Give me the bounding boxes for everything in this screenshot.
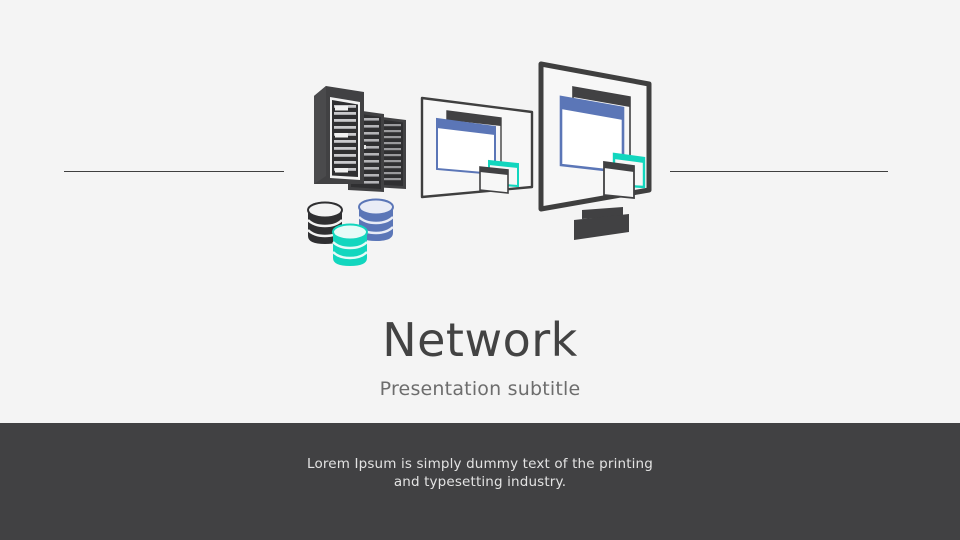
- monitor-window-front: [603, 160, 635, 199]
- server-rack-large: [314, 86, 364, 184]
- footer-text: Lorem Ipsum is simply dummy text of the …: [307, 456, 653, 491]
- right-divider-rule: [670, 171, 888, 172]
- left-divider-rule: [64, 171, 284, 172]
- title-block: Network Presentation subtitle: [0, 312, 960, 400]
- database-cylinder-teal: [332, 223, 368, 266]
- screen-small: [420, 96, 534, 199]
- page-title: Network: [382, 313, 578, 367]
- monitor-large: [538, 61, 652, 240]
- database-cylinder-blue: [358, 198, 394, 241]
- window-blue: [436, 117, 496, 176]
- network-infrastructure-illustration: [296, 50, 666, 280]
- footer-bar: Lorem Ipsum is simply dummy text of the …: [0, 423, 960, 540]
- page-subtitle: Presentation subtitle: [379, 377, 581, 400]
- monitor-stand: [574, 207, 629, 240]
- window-front-small: [479, 166, 509, 194]
